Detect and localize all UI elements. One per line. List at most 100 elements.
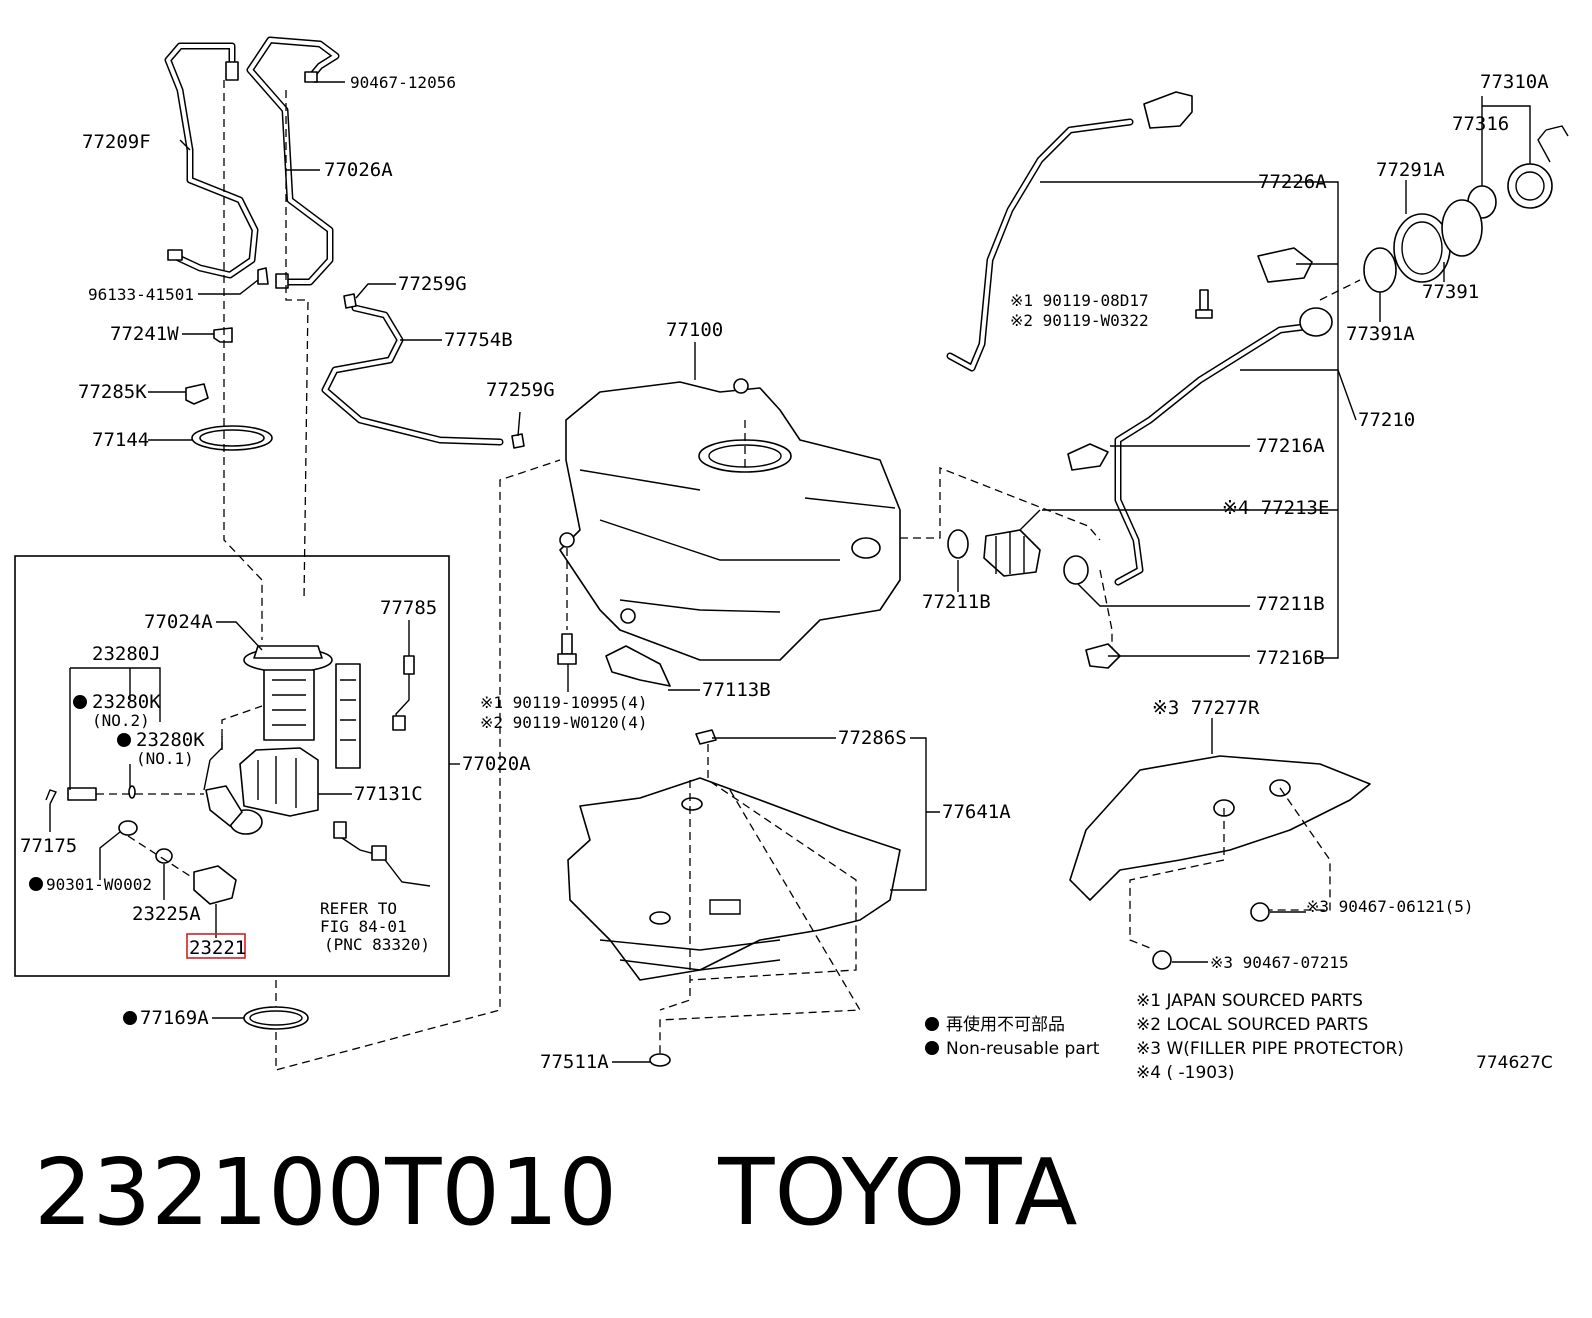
label-77641A: 77641A xyxy=(942,801,1011,823)
dash-protector-c xyxy=(659,789,862,1056)
label-23225A: 23225A xyxy=(132,903,201,925)
label-77144: 77144 xyxy=(92,429,149,451)
oring-23280K xyxy=(128,785,136,799)
fuel-pump-23221 xyxy=(193,785,263,932)
dash-filler-clamp xyxy=(1099,569,1113,648)
legend-dot-en xyxy=(925,1041,939,1055)
legend-note-1: ※1 JAPAN SOURCED PARTS xyxy=(1136,991,1363,1011)
dash-77169A-down xyxy=(275,459,561,1071)
clip-77259G-mid xyxy=(511,433,525,449)
clip-90467-06121 xyxy=(1250,902,1270,922)
breather-tube-77226A xyxy=(946,118,1134,372)
label-77131C: 77131C xyxy=(354,783,423,805)
cap-77310A xyxy=(1507,125,1569,209)
label-77259G-top: 77259G xyxy=(398,273,467,295)
pump-assembly-box xyxy=(14,555,450,977)
clip-77286S xyxy=(695,729,717,745)
label-90119-W0120: ※2 90119-W0120(4) xyxy=(480,713,648,732)
gasket-77391 xyxy=(1441,199,1483,257)
nonreusable-dot-77169A xyxy=(123,1011,137,1025)
label-77291A: 77291A xyxy=(1376,159,1445,181)
part-labels: 77209F 90467-12056 77026A 96133-41501 77… xyxy=(20,71,1549,1073)
footer-caption: 232100T010 TOYOTA xyxy=(34,1138,1077,1248)
label-77310A: 77310A xyxy=(1480,71,1549,93)
label-77100: 77100 xyxy=(666,319,723,341)
protector-77641A xyxy=(567,777,901,981)
label-77209F: 77209F xyxy=(82,131,151,153)
fuel-tank-77100 xyxy=(559,378,901,661)
dash-protector-b xyxy=(659,780,691,1011)
clip-96133-41501 xyxy=(257,267,269,285)
bolt-90119 xyxy=(557,633,577,665)
drawing-number: 774627C xyxy=(1476,1053,1553,1073)
label-77020A: 77020A xyxy=(462,753,531,775)
leader-lines xyxy=(49,81,1531,1063)
gasket-77391A xyxy=(1363,247,1397,293)
label-77391A: 77391A xyxy=(1346,323,1415,345)
filter-bracket-77131C xyxy=(239,747,319,817)
label-77259G-mid: 77259G xyxy=(486,379,555,401)
label-77226A: 77226A xyxy=(1258,171,1327,193)
tube-77209F xyxy=(164,42,259,279)
bracket-77113B xyxy=(605,645,671,687)
label-77285K: 77285K xyxy=(78,381,147,403)
label-no1: (NO.1) xyxy=(136,749,194,768)
label-77211B-right: 77211B xyxy=(1256,593,1325,615)
footer-part-number: 232100T010 xyxy=(34,1139,617,1246)
clip-77285K xyxy=(185,383,209,405)
clip-77175 xyxy=(45,789,57,805)
clip-90467-07215 xyxy=(1152,950,1172,970)
legend: 再使用不可部品 Non-reusable part ※1 JAPAN SOURC… xyxy=(925,991,1553,1083)
legend-nonreusable-jp: 再使用不可部品 xyxy=(946,1014,1065,1035)
label-refer-2: FIG 84-01 xyxy=(320,917,407,936)
highlight-box-23221 xyxy=(186,933,246,959)
label-77316: 77316 xyxy=(1452,113,1509,135)
bracket-77216A xyxy=(1067,443,1109,471)
clamp-77211B-left xyxy=(947,529,969,559)
label-77024A: 77024A xyxy=(144,611,213,633)
label-77277R: ※3 77277R xyxy=(1152,697,1260,719)
clip-77511A xyxy=(649,1053,671,1067)
dash-pump-up xyxy=(221,705,263,750)
sender-77785 xyxy=(392,655,415,731)
clamp-77211B-right xyxy=(1063,555,1089,585)
footer-brand: TOYOTA xyxy=(718,1139,1078,1246)
dash-filler-cap xyxy=(1319,279,1361,301)
clamp-top xyxy=(1143,91,1193,129)
ring-77144 xyxy=(191,425,273,451)
label-90119-W0322: ※2 90119-W0322 xyxy=(1010,311,1149,330)
label-77216A: 77216A xyxy=(1256,435,1325,457)
float-arm-unit xyxy=(335,663,361,769)
pump-bracket-77024A xyxy=(243,645,333,741)
label-77785: 77785 xyxy=(380,597,437,619)
label-77391: 77391 xyxy=(1422,281,1479,303)
tube-77754B xyxy=(321,304,504,446)
spacer-23225A xyxy=(155,848,173,864)
legend-dot-jp xyxy=(925,1017,939,1031)
label-77113B: 77113B xyxy=(702,679,771,701)
ring-77291A xyxy=(1393,213,1451,283)
legend-note-4: ※4 ( -1903) xyxy=(1136,1063,1235,1083)
nonreusable-dot-23280K-1 xyxy=(117,733,131,747)
label-refer-1: REFER TO xyxy=(320,899,397,918)
protector-77277R xyxy=(1069,755,1371,901)
dash-protector-a xyxy=(689,744,857,981)
nonreusable-dot-23280K-2 xyxy=(73,695,87,709)
label-90467-06121: ※3 90467-06121(5) xyxy=(1306,897,1474,916)
hose-77213E xyxy=(983,529,1041,577)
legend-note-2: ※2 LOCAL SOURCED PARTS xyxy=(1136,1015,1368,1035)
label-90301-W0002: 90301-W0002 xyxy=(46,875,152,894)
bracket-77216B xyxy=(1085,643,1121,669)
label-77511A: 77511A xyxy=(540,1051,609,1073)
nonreusable-dot-90301 xyxy=(29,877,43,891)
gauge-sender-refer xyxy=(333,821,431,887)
dash-filler-left xyxy=(900,467,1101,541)
tube-77026A xyxy=(246,36,340,289)
label-23280K-no1: 23280K xyxy=(136,729,205,751)
label-90119-10995: ※1 90119-10995(4) xyxy=(480,693,648,712)
dash-protector-77277R xyxy=(1129,787,1331,949)
dash-77026A-down xyxy=(285,90,309,601)
label-77754B: 77754B xyxy=(444,329,513,351)
label-refer-3: (PNC 83320) xyxy=(324,935,430,954)
